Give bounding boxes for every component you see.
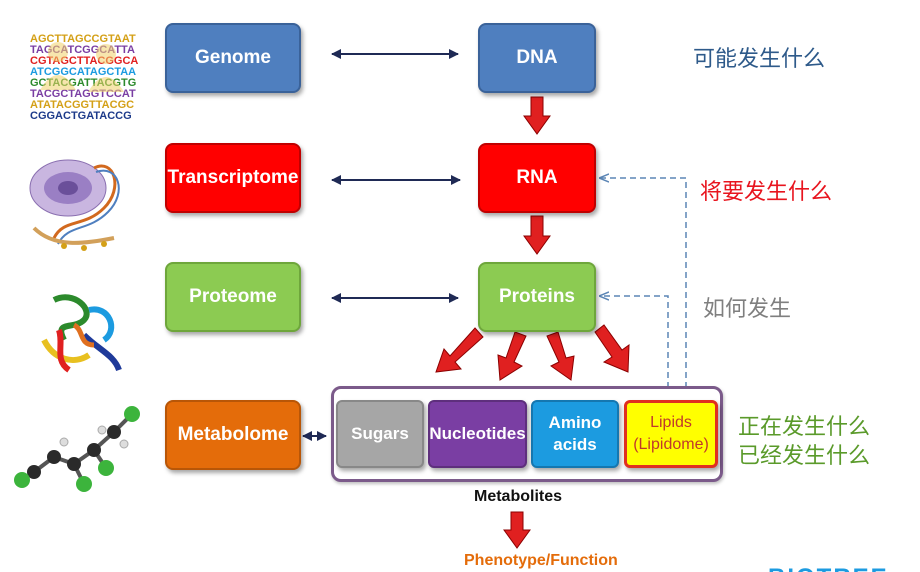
rna-note: 将要发生什么: [700, 179, 833, 204]
genome-note: 可能发生什么: [693, 46, 826, 71]
molecule-ball-stick-icon: [14, 406, 140, 492]
lipids-box: Lipids (Lipidome): [624, 400, 718, 468]
transcriptome-box: Transcriptome: [165, 143, 301, 213]
rna-label: RNA: [516, 167, 558, 188]
svg-text:AGCTTAGCCGTAAT: AGCTTAGCCGTAAT: [30, 33, 136, 45]
proteins-label: Proteins: [498, 286, 576, 307]
protein-to-lipids-arrow: [594, 324, 630, 373]
proteome-box: Proteome: [165, 262, 301, 332]
metabolites-phenotype-arrow: [503, 511, 531, 549]
lipids-to-proteins-dashed-arrow: [600, 296, 669, 388]
sugars-box: Sugars: [336, 400, 424, 468]
lipids-label-line1: Lipids: [650, 414, 692, 431]
dna-label: DNA: [516, 47, 558, 68]
protein-structure-icon: [41, 294, 122, 373]
amino-label-line2: acids: [553, 435, 597, 454]
sugars-label: Sugars: [351, 424, 409, 443]
dna-sequence-people-icon: AGCTTAGCCGTAAT TAGCATCGGCATTA CGTAGCTTAC…: [28, 30, 138, 120]
transcriptome-label: Transcriptome: [167, 167, 299, 188]
svg-text:ATCGGCATAGCTAA: ATCGGCATAGCTAA: [30, 66, 136, 78]
proteome-label: Proteome: [189, 286, 277, 307]
proteins-box: Proteins: [478, 262, 596, 332]
dna-rna-arrow: [523, 96, 551, 135]
svg-text:ATATACGGTTACGC: ATATACGGTTACGC: [30, 99, 134, 111]
protein-note: 如何发生: [703, 296, 792, 321]
cell-dna-icon: [29, 159, 120, 251]
amino-label-line1: Amino: [548, 413, 602, 432]
nucleotides-box: Nucleotides: [428, 400, 527, 468]
biotree-watermark-logo: BIOTREE: [768, 563, 888, 572]
rna-proteins-arrow: [523, 215, 551, 255]
metabolome-box: Metabolome: [165, 400, 301, 470]
lipids-to-rna-dashed-arrow: [600, 178, 687, 388]
genome-label: Genome: [194, 47, 272, 68]
lipids-label-line2: (Lipidome): [633, 436, 709, 453]
protein-to-sugars-arrow: [435, 327, 484, 373]
metabolome-label: Metabolome: [177, 424, 289, 445]
phenotype-label: Phenotype/Function: [464, 552, 618, 569]
protein-to-nucleotides-arrow: [497, 331, 527, 381]
rna-box: RNA: [478, 143, 596, 213]
genome-box: Genome: [165, 23, 301, 93]
amino-acids-box: Amino acids: [531, 400, 619, 468]
svg-text:BIOTREE: BIOTREE: [768, 564, 888, 572]
protein-to-amino-arrow: [546, 331, 575, 381]
metabolite-note-1: 正在发生什么: [738, 414, 871, 439]
nucleotides-label: Nucleotides: [429, 424, 526, 443]
metabolite-note-2: 已经发生什么: [738, 443, 871, 468]
dna-box: DNA: [478, 23, 596, 93]
metabolites-caption: Metabolites: [474, 488, 563, 505]
svg-text:CGGACTGATACCG: CGGACTGATACCG: [30, 110, 132, 120]
